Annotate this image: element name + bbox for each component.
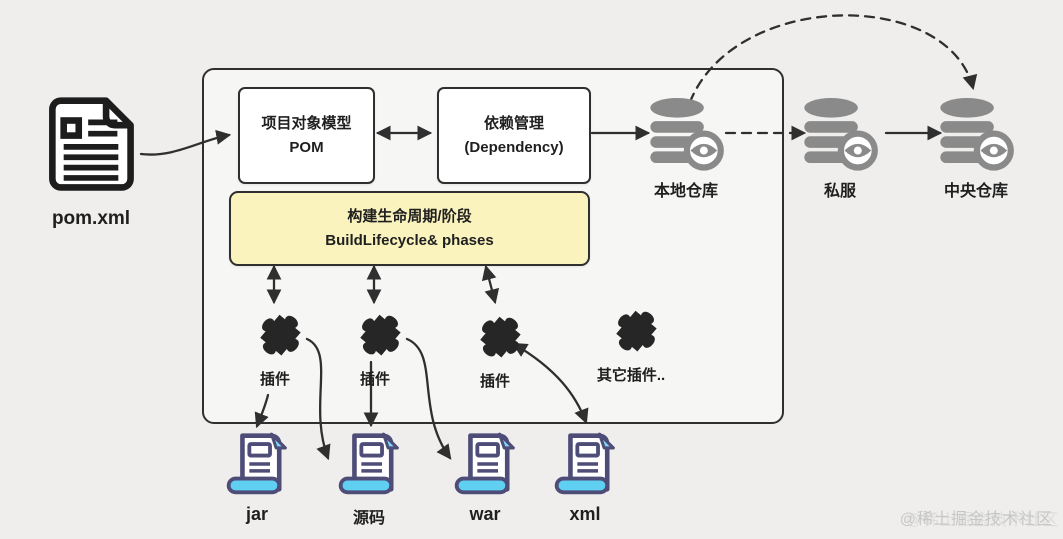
artifact-xml: xml: [552, 428, 618, 525]
pom-file-label: pom.xml: [51, 208, 131, 229]
scroll-icon: [454, 432, 515, 495]
database-eye-icon: [650, 97, 724, 171]
lifecycle-line1: 构建生命周期/阶段: [347, 208, 472, 226]
database-eye-icon: [804, 97, 878, 171]
artifact-source: 源码: [336, 428, 402, 528]
puzzle-icon: [260, 314, 301, 356]
repo-local: 本地仓库: [646, 96, 726, 201]
scroll-icon: [554, 432, 615, 495]
pom-model-line2: POM: [289, 138, 324, 156]
repo-central: 中央仓库: [936, 96, 1016, 201]
lifecycle-line2: BuildLifecycle& phases: [325, 231, 494, 249]
puzzle-icon: [480, 316, 521, 358]
scroll-icon: [338, 432, 399, 495]
scroll-icon: [226, 432, 287, 495]
artifact-jar: jar: [224, 428, 290, 525]
plugin-1-label: 插件: [259, 371, 290, 388]
pom-file: pom.xml: [36, 96, 146, 230]
plugin-2-label: 插件: [359, 371, 390, 388]
dependency-line1: 依赖管理: [483, 115, 544, 133]
artifact-source-label: 源码: [352, 510, 385, 527]
repo-private: 私服: [800, 96, 880, 201]
repo-central-label: 中央仓库: [943, 183, 1008, 200]
plugin-1: 插件: [244, 306, 306, 389]
plugin-2: 插件: [344, 306, 406, 389]
puzzle-icon: [616, 310, 657, 352]
plugin-3-label: 插件: [479, 373, 510, 390]
repo-local-label: 本地仓库: [653, 183, 718, 200]
repo-private-label: 私服: [823, 183, 856, 200]
dependency-line2: (Dependency): [464, 138, 564, 156]
artifact-war-label: war: [469, 504, 501, 524]
watermark: @稀土掘金技术社区: [899, 511, 1053, 528]
puzzle-icon: [360, 314, 401, 356]
lifecycle-box: 构建生命周期/阶段 BuildLifecycle& phases: [229, 191, 590, 266]
document-icon: [49, 97, 134, 191]
plugin-other: 其它插件..: [596, 302, 666, 385]
artifact-jar-label: jar: [245, 504, 269, 524]
pom-model-line1: 项目对象模型: [261, 115, 352, 133]
artifact-war: war: [452, 428, 518, 525]
pom-model-box: 项目对象模型 POM: [238, 87, 375, 184]
dependency-box: 依赖管理 (Dependency): [437, 87, 591, 184]
artifact-xml-label: xml: [569, 504, 601, 524]
database-eye-icon: [940, 97, 1014, 171]
plugin-other-label: 其它插件..: [596, 367, 666, 384]
plugin-3: 插件: [464, 308, 526, 391]
